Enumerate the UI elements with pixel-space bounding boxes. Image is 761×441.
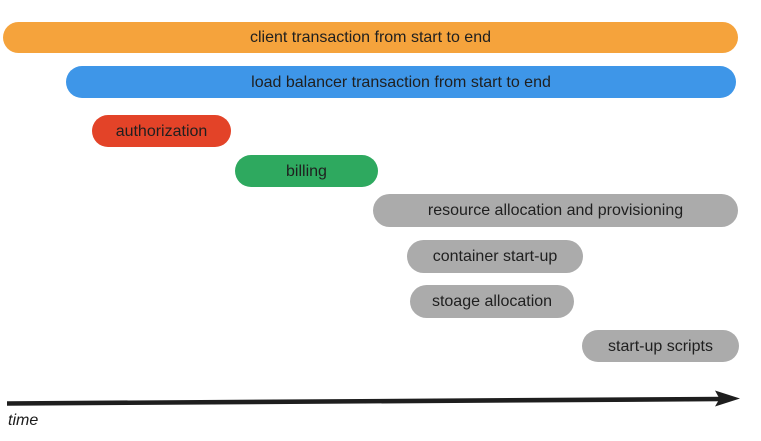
timeline-bar-resource-allocation: resource allocation and provisioning — [373, 194, 738, 227]
timeline-bar-container-start-up: container start-up — [407, 240, 583, 273]
timeline-bar-load-balancer-transaction: load balancer transaction from start to … — [66, 66, 736, 98]
timeline-bar-label: authorization — [115, 122, 208, 140]
timeline-bar-billing: billing — [235, 155, 378, 187]
timeline-bar-label: stoage allocation — [431, 293, 553, 310]
timeline-bar-label: client transaction from start to end — [250, 29, 491, 46]
timeline-bar-label: billing — [286, 162, 327, 180]
timeline-bar-label: container start-up — [432, 248, 558, 265]
timeline-bar-stoage-allocation: stoage allocation — [410, 285, 574, 318]
timeline-bar-label: resource allocation and provisioning — [427, 202, 684, 219]
timeline-bar-start-up-scripts: start-up scripts — [582, 330, 739, 362]
timeline-bar-authorization: authorization — [92, 115, 231, 147]
timeline-bar-label: start-up scripts — [608, 337, 713, 355]
time-axis-label: time — [8, 412, 39, 429]
timeline-bar-client-transaction: client transaction from start to end — [3, 22, 738, 53]
timeline-bar-label: load balancer transaction from start to … — [251, 73, 551, 91]
time-axis-arrow — [6, 390, 740, 407]
